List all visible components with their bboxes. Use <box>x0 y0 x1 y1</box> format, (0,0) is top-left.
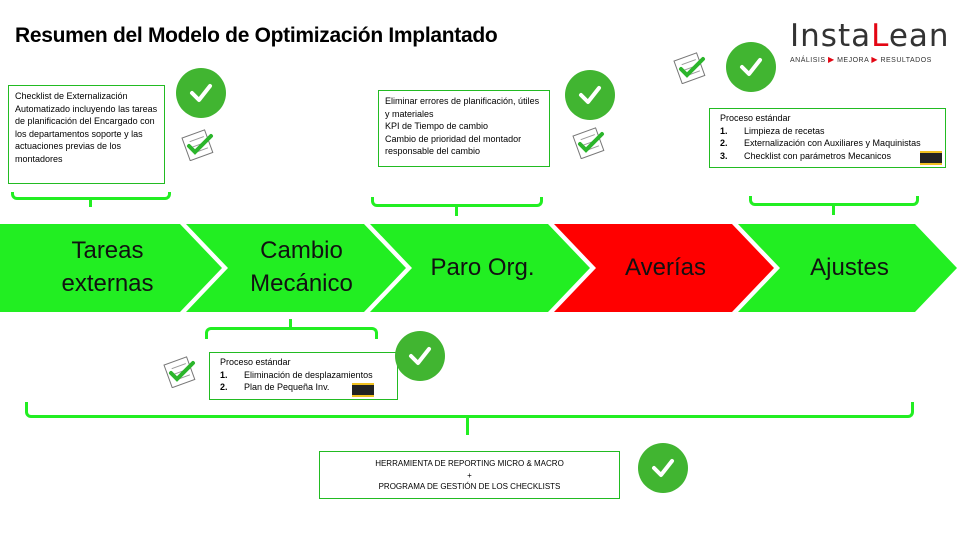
process-flow-arrows <box>0 224 957 312</box>
checklist-icon <box>181 127 215 162</box>
list-item: 2.Externalización con Auxiliares y Maqui… <box>720 138 921 149</box>
stage-arrow-averias <box>554 224 774 312</box>
list-item: 2.Plan de Pequeña Inv. <box>220 382 330 393</box>
list-item: 1.Limpieza de recetas <box>720 125 825 136</box>
instalean-logo: InstaLean ANÁLISIS ▶ MEJORA ▶ RESULTADOS <box>790 18 950 64</box>
stage-arrow-tareas <box>0 224 222 312</box>
cambio-mecanico-note: Proceso estándar 1.Eliminación de despla… <box>209 352 398 400</box>
check-circle-icon <box>395 331 445 381</box>
checklist-icon <box>572 125 606 160</box>
stage-label-paro: Paro Org. <box>430 254 535 281</box>
page-title: Resumen del Modelo de Optimización Impla… <box>15 24 498 47</box>
stage-arrow-cambio <box>186 224 406 312</box>
cambio-bracket-stem <box>289 319 292 329</box>
work-badge-icon <box>352 383 374 397</box>
reporting-tool-box: HERRAMIENTA DE REPORTING MICRO & MACRO +… <box>319 451 620 499</box>
stage-arrow-paro <box>370 224 590 312</box>
checklist-icon <box>673 50 707 85</box>
check-circle-icon <box>638 443 688 493</box>
stage-label-ajustes: Ajustes <box>810 254 889 281</box>
paro-org-note: Eliminar errores de planificación, útile… <box>378 90 550 167</box>
tareas-bracket-stem <box>89 199 92 207</box>
paro-bracket-stem <box>455 206 458 216</box>
list-item: 3.Checklist con parámetros Mecanicos <box>720 150 892 161</box>
stage-arrow-ajustes <box>738 224 957 312</box>
ajustes-bracket <box>749 196 919 206</box>
checklist-icon <box>163 354 197 389</box>
cambio-bracket <box>205 327 378 339</box>
check-circle-icon <box>565 70 615 120</box>
work-badge-icon <box>920 151 942 165</box>
paro-bracket <box>371 197 543 207</box>
overall-bracket <box>25 402 914 418</box>
check-circle-icon <box>176 68 226 118</box>
tareas-bracket <box>11 192 171 200</box>
ajustes-note: Proceso estándar 1.Limpieza de recetas 2… <box>709 108 946 168</box>
stage-label-averias: Averías <box>625 254 706 281</box>
check-circle-icon <box>726 42 776 92</box>
list-item: 1.Eliminación de desplazamientos <box>220 369 373 380</box>
overall-bracket-stem <box>466 417 469 435</box>
cambio-steps-list: 1.Eliminación de desplazamientos 2.Plan … <box>220 369 389 394</box>
ajustes-bracket-stem <box>832 205 835 215</box>
ajustes-steps-list: 1.Limpieza de recetas 2.Externalización … <box>720 125 937 163</box>
tareas-externas-note: Checklist de Externalización Automatizad… <box>8 85 165 184</box>
